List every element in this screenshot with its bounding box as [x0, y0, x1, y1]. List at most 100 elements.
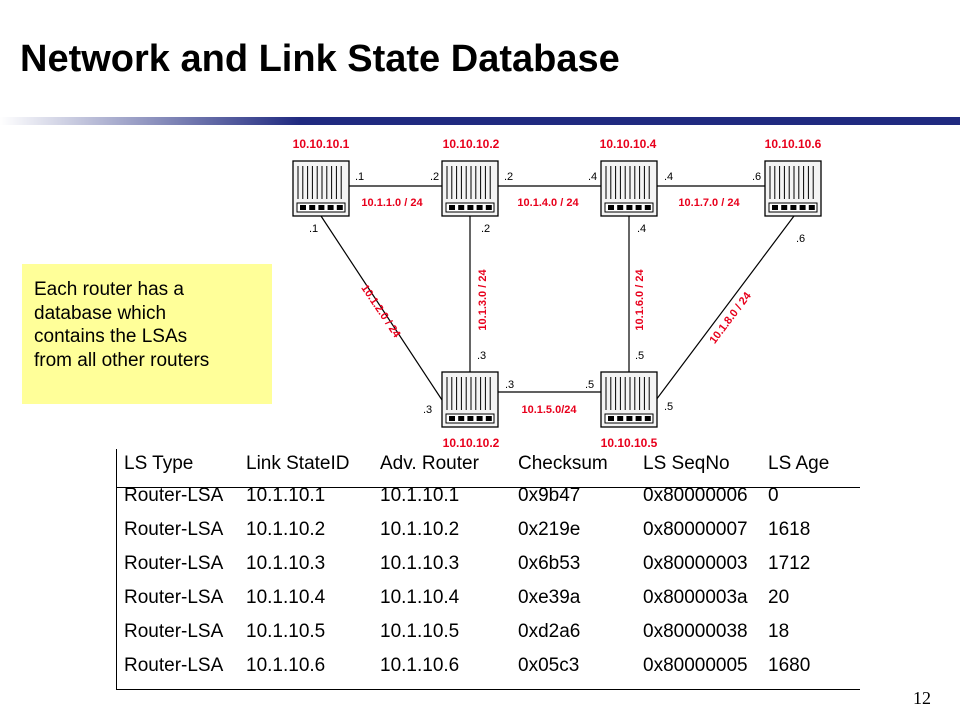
table-cell: 10.1.10.2 — [380, 519, 460, 540]
router-port — [626, 205, 633, 210]
subnet-label: 10.1.6.0 / 24 — [634, 269, 646, 331]
router-port — [617, 205, 624, 210]
table-cell: 0 — [768, 485, 779, 506]
table-cell: Router-LSA — [124, 553, 224, 574]
table-cell: 20 — [768, 587, 790, 608]
interface-label: .5 — [585, 379, 594, 391]
interface-label: .2 — [504, 171, 513, 183]
interface-label: .4 — [588, 171, 597, 183]
table-header-cell: Link StateID — [246, 453, 350, 474]
table-cell: 10.1.10.5 — [380, 621, 460, 642]
router-icon — [764, 160, 822, 217]
table-cell: 10.1.10.6 — [380, 655, 460, 676]
router-port — [790, 205, 797, 210]
note-line: database which — [34, 302, 167, 324]
network-links — [320, 185, 795, 401]
router-port — [476, 205, 483, 210]
router-port — [458, 416, 465, 421]
interface-label: .2 — [481, 223, 490, 235]
router-port — [300, 205, 306, 210]
table-cell: 10.1.10.6 — [246, 655, 326, 676]
table-cell: 10.1.10.2 — [246, 519, 326, 540]
table-cell: 0xe39a — [518, 587, 581, 608]
router-port — [467, 205, 474, 210]
router-port — [485, 416, 492, 421]
table-cell: 10.1.10.1 — [380, 485, 460, 506]
interface-label: .1 — [355, 171, 364, 183]
router-port — [476, 416, 483, 421]
table-cell: 10.1.10.3 — [246, 553, 326, 574]
router-port — [617, 416, 624, 421]
router-name: 10.10.10.2 — [443, 436, 500, 450]
router-name: 10.10.10.1 — [293, 137, 350, 151]
note-line: contains the LSAs — [34, 326, 188, 347]
router-port — [608, 416, 614, 421]
router-port — [781, 205, 788, 210]
router-port — [458, 205, 465, 210]
router-port — [772, 205, 778, 210]
network-routers — [292, 160, 822, 428]
interface-label: .2 — [430, 171, 439, 183]
table-header-cell: Adv. Router — [380, 453, 479, 474]
table-cell: 10.1.10.1 — [246, 485, 326, 506]
interface-label: .4 — [637, 223, 646, 235]
router-name: 10.10.10.4 — [600, 137, 657, 151]
table-cell: 10.1.10.4 — [380, 587, 460, 608]
router-port — [467, 416, 474, 421]
table-header-cell: LS SeqNo — [643, 453, 730, 474]
note-line: from all other routers — [34, 349, 210, 371]
router-icon — [292, 160, 350, 217]
table-cell: 0x80000005 — [643, 655, 748, 676]
router-port — [799, 205, 806, 210]
table-cell: 0xd2a6 — [518, 621, 581, 642]
router-port — [635, 416, 642, 421]
interface-label: .5 — [635, 350, 644, 362]
interface-label: .5 — [664, 401, 673, 413]
table-cell: 0x80000003 — [643, 553, 748, 574]
interface-label: .1 — [309, 223, 318, 235]
router-icon — [600, 160, 658, 217]
table-cell: 0x8000003a — [643, 587, 748, 608]
interface-label: .3 — [477, 350, 486, 362]
table-header-cell: Checksum — [518, 453, 608, 474]
router-port — [485, 205, 492, 210]
router-port — [626, 416, 633, 421]
subnet-label: 10.1.8.0 / 24 — [707, 289, 754, 346]
subnet-label: 10.1.2.0 / 24 — [358, 283, 403, 341]
router-name: 10.10.10.5 — [601, 436, 658, 450]
network-labels: 10.1.1.0 / 24.1.210.1.4.0 / 24.2.410.1.7… — [293, 137, 822, 450]
subnet-label: 10.1.3.0 / 24 — [477, 269, 489, 331]
subnet-label: 10.1.1.0 / 24 — [361, 197, 423, 209]
table-header-cell: LS Type — [124, 453, 194, 474]
table-cell: 0x6b53 — [518, 553, 581, 574]
link-line — [320, 215, 443, 401]
router-icon — [600, 371, 658, 428]
router-port — [309, 205, 316, 210]
link-line — [655, 215, 795, 401]
note-line: Each router has a — [34, 279, 184, 300]
subnet-label: 10.1.5.0/24 — [521, 404, 577, 416]
interface-label: .3 — [505, 379, 514, 391]
table-cell: 0x05c3 — [518, 655, 580, 676]
router-port — [449, 205, 455, 210]
table-cell: 18 — [768, 621, 790, 642]
interface-label: .6 — [752, 171, 761, 183]
link-state-database-table: LS Type Link StateID Adv. Router Checksum LS… — [116, 449, 860, 690]
table-cell: 10.1.10.3 — [380, 553, 460, 574]
table-cell: 10.1.10.4 — [246, 587, 326, 608]
router-port — [327, 205, 334, 210]
router-name: 10.10.10.2 — [443, 137, 500, 151]
table-header-divider — [116, 487, 860, 488]
router-icon — [441, 160, 499, 217]
router-port — [635, 205, 642, 210]
table-cell: 1680 — [768, 655, 811, 676]
table-cell: 0x80000007 — [643, 519, 748, 540]
table-frame — [116, 449, 860, 690]
table-cell: Router-LSA — [124, 519, 224, 540]
router-port — [336, 205, 343, 210]
router-port — [608, 205, 614, 210]
router-icon — [441, 371, 499, 428]
table-header-cell: LS Age — [768, 453, 830, 474]
router-name: 10.10.10.6 — [765, 137, 822, 151]
router-port — [808, 205, 815, 210]
